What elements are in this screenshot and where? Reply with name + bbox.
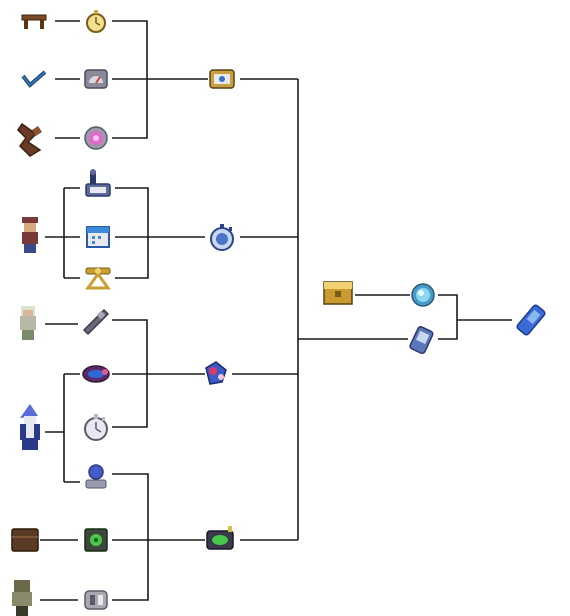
blue-checkmark-icon[interactable] [21, 70, 47, 88]
lifeform-analyzer-icon[interactable] [205, 361, 227, 385]
tally-counter-icon[interactable] [82, 308, 110, 336]
green-radio-icon[interactable] [84, 528, 108, 552]
metal-detector-icon[interactable] [85, 464, 107, 489]
weather-radio-icon[interactable] [84, 590, 108, 610]
elder-npc-icon[interactable] [20, 306, 36, 340]
brown-shell-icon[interactable] [17, 122, 42, 157]
traveler-npc-icon[interactable] [22, 217, 38, 253]
cell-phone-icon[interactable] [409, 326, 434, 355]
radar-icon[interactable] [85, 169, 111, 197]
stopwatch-silver-icon[interactable] [84, 414, 108, 441]
fishermans-guide-icon[interactable] [82, 365, 110, 383]
compass-icon[interactable] [84, 126, 108, 150]
depth-meter-icon[interactable] [84, 69, 108, 89]
stopwatch-blue-icon[interactable] [210, 224, 234, 251]
calendar-icon[interactable] [86, 226, 110, 248]
connectors [40, 20, 512, 601]
gps-icon[interactable] [209, 69, 235, 89]
sextant-icon[interactable] [85, 267, 111, 290]
wooden-crate-icon[interactable] [11, 528, 39, 552]
wizard-npc-icon[interactable] [20, 404, 40, 450]
zombie-npc-icon[interactable] [12, 580, 32, 616]
shellphone-icon[interactable] [516, 304, 546, 336]
pda-icon[interactable] [206, 526, 234, 550]
gold-chest-icon[interactable] [323, 281, 353, 305]
magic-mirror-icon[interactable] [411, 283, 435, 307]
wooden-table-icon[interactable] [21, 14, 47, 29]
gold-watch-icon[interactable] [86, 10, 106, 33]
